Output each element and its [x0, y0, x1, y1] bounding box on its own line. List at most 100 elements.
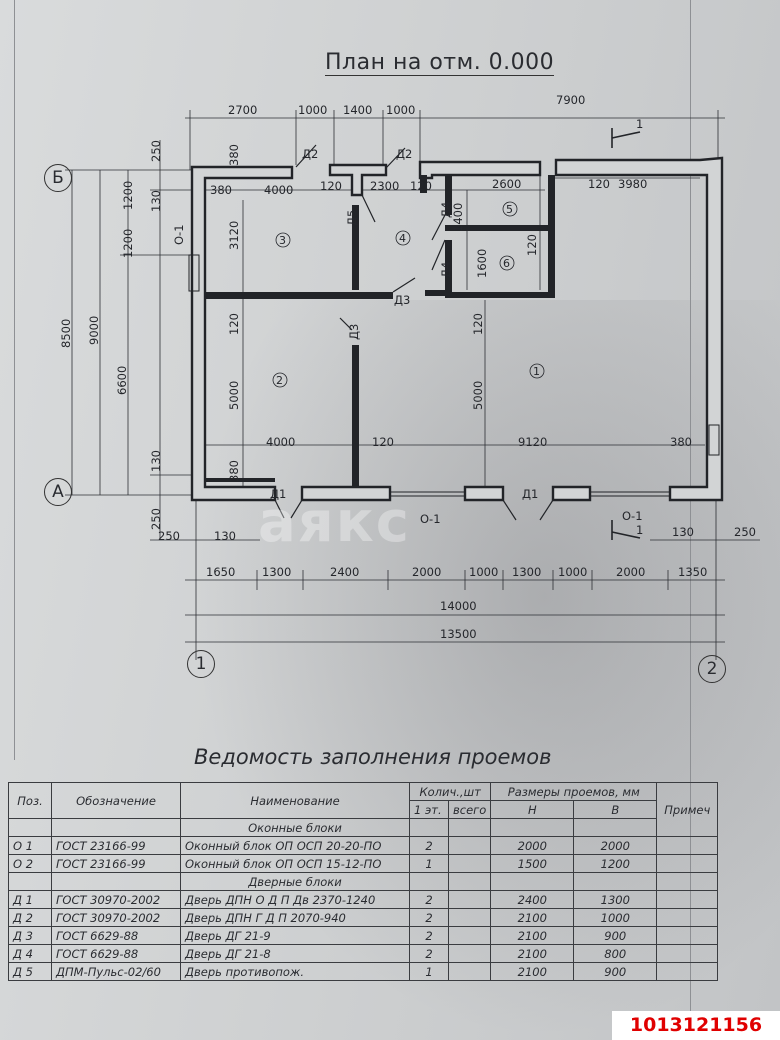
door-d5: Д5 — [345, 210, 359, 226]
row-w: 1300 — [573, 890, 658, 909]
row-pos: О 2 — [8, 854, 52, 873]
dim-3980: 3980 — [618, 177, 647, 191]
dim-1000a: 1000 — [298, 103, 327, 117]
row-designation: ГОСТ 6629-88 — [51, 926, 181, 945]
header-w: В — [573, 800, 658, 819]
dim-seg-2000b: 2000 — [616, 565, 645, 579]
row-w: 900 — [573, 962, 658, 981]
dim-7900: 7900 — [556, 93, 585, 107]
dim-380b: 380 — [670, 435, 692, 449]
row-pos: Д 1 — [8, 890, 52, 909]
row-pos: Д 2 — [8, 908, 52, 927]
table-row: О 2 ГОСТ 23166-99 Оконный блок ОП ОСП 15… — [8, 854, 719, 873]
dim-2300: 2300 — [370, 179, 399, 193]
row-h: 2100 — [490, 908, 575, 927]
room-4-label: 4 — [399, 232, 406, 245]
dim-5000b: 5000 — [471, 381, 485, 410]
floor-plan: 2700 1000 1400 1000 7900 250 380 1200 13… — [59, 93, 760, 660]
row-h: 2100 — [490, 926, 575, 945]
dim-4000a: 4000 — [264, 183, 293, 197]
table-row: Д 5 ДПМ-Пульс-02/60 Дверь противопож. 1 … — [8, 962, 719, 981]
window-o1-left: О-1 — [172, 224, 186, 245]
openings-schedule-table: Поз. Обозначение Наименование Колич.,шт … — [8, 782, 719, 981]
dim-seg-1000a: 1000 — [469, 565, 498, 579]
table-subheader-row: 1 эт. всего Н В — [9, 800, 718, 819]
group-doors-label: Дверные блоки — [180, 872, 410, 891]
dim-120d: 120 — [525, 234, 539, 256]
door-d1-left: Д1 — [270, 487, 286, 501]
row-w: 2000 — [573, 836, 658, 855]
row-pos: Д 3 — [8, 926, 52, 945]
row-pos: Д 5 — [8, 962, 52, 981]
dim-120e: 120 — [227, 313, 241, 335]
row-h: 1500 — [490, 854, 575, 873]
listing-id-badge: 1013121156 — [612, 1011, 780, 1040]
table-header-row: Поз. Обозначение Наименование Колич.,шт … — [8, 782, 719, 837]
dim-120g: 120 — [372, 435, 394, 449]
room-2-label: 2 — [276, 374, 283, 387]
header-qty: Колич.,шт — [408, 782, 492, 801]
dim-4000b: 4000 — [266, 435, 295, 449]
sheet-border-left — [14, 0, 15, 760]
door-d4-bottom: Д4 — [439, 262, 453, 278]
watermark: аякс — [258, 490, 411, 555]
dim-left-6600: 6600 — [115, 366, 129, 395]
table-row: Д 1 ГОСТ 30970-2002 Дверь ДПН О Д П Дв 2… — [8, 890, 719, 909]
header-qty-total: всего — [447, 800, 492, 819]
dim-left-1200a: 1200 — [121, 181, 135, 210]
dim-1400-inner: 1400 — [451, 203, 465, 232]
row-designation: ГОСТ 6629-88 — [51, 944, 181, 963]
group-row-doors: Дверные блоки — [8, 872, 719, 891]
section-marker-bottom: 1 — [636, 523, 643, 537]
dim-120c: 120 — [588, 177, 610, 191]
dim-bottom-250a: 250 — [158, 529, 180, 543]
dim-5000a: 5000 — [227, 381, 241, 410]
dim-seg-1650: 1650 — [206, 565, 235, 579]
dim-left-130b: 130 — [149, 450, 163, 472]
door-d4-top: Д4 — [439, 202, 453, 218]
table-row: Д 2 ГОСТ 30970-2002 Дверь ДПН Г Д П 2070… — [8, 908, 719, 927]
header-qty-floor: 1 эт. — [409, 800, 449, 819]
row-qty: 2 — [409, 908, 449, 927]
row-w: 800 — [573, 944, 658, 963]
room-5-label: 5 — [506, 203, 513, 216]
row-qty: 1 — [409, 962, 449, 981]
table-row: Д 4 ГОСТ 6629-88 Дверь ДГ 21-8 2 2100 80… — [8, 944, 719, 963]
table-row: Д 3 ГОСТ 6629-88 Дверь ДГ 21-9 2 2100 90… — [8, 926, 719, 945]
row-name: Дверь противопож. — [180, 962, 410, 981]
dim-1600: 1600 — [475, 249, 489, 278]
row-pos: О 1 — [8, 836, 52, 855]
dim-bottom-130b: 130 — [672, 525, 694, 539]
row-name: Дверь ДГ 21-8 — [180, 944, 410, 963]
axis-b-marker: Б — [44, 164, 72, 192]
plan-title: План на отм. 0.000 — [325, 50, 555, 76]
dim-left-1200b: 1200 — [121, 229, 135, 258]
dim-left-250: 250 — [149, 140, 163, 162]
schedule-title: Ведомость заполнения проемов — [194, 745, 552, 769]
dim-seg-2000a: 2000 — [412, 565, 441, 579]
dim-left-8500: 8500 — [59, 319, 73, 348]
row-pos: Д 4 — [8, 944, 52, 963]
header-h: Н — [490, 800, 575, 819]
row-name: Дверь ДПН Г Д П 2070-940 — [180, 908, 410, 927]
row-qty: 2 — [409, 944, 449, 963]
row-name: Оконный блок ОП ОСП 20-20-ПО — [180, 836, 410, 855]
dim-seg-1350: 1350 — [678, 565, 707, 579]
group-row-windows: Оконные блоки — [8, 818, 718, 837]
dim-left-9000: 9000 — [87, 316, 101, 345]
dim-9120: 9120 — [518, 435, 547, 449]
dim-120b: 120 — [410, 179, 432, 193]
dim-left-250b: 250 — [149, 508, 163, 530]
dim-380c: 380 — [227, 460, 241, 482]
section-label-bottom: О-1 — [622, 509, 643, 523]
row-h: 2100 — [490, 944, 575, 963]
row-designation: ДПМ-Пульс-02/60 — [51, 962, 181, 981]
door-d2-left: Д2 — [302, 147, 318, 161]
row-w: 900 — [573, 926, 658, 945]
door-d2-right: Д2 — [396, 147, 412, 161]
dim-seg-1300b: 1300 — [512, 565, 541, 579]
row-qty: 2 — [409, 926, 449, 945]
dim-2700: 2700 — [228, 103, 257, 117]
row-designation: ГОСТ 30970-2002 — [51, 890, 181, 909]
row-designation: ГОСТ 23166-99 — [51, 854, 181, 873]
